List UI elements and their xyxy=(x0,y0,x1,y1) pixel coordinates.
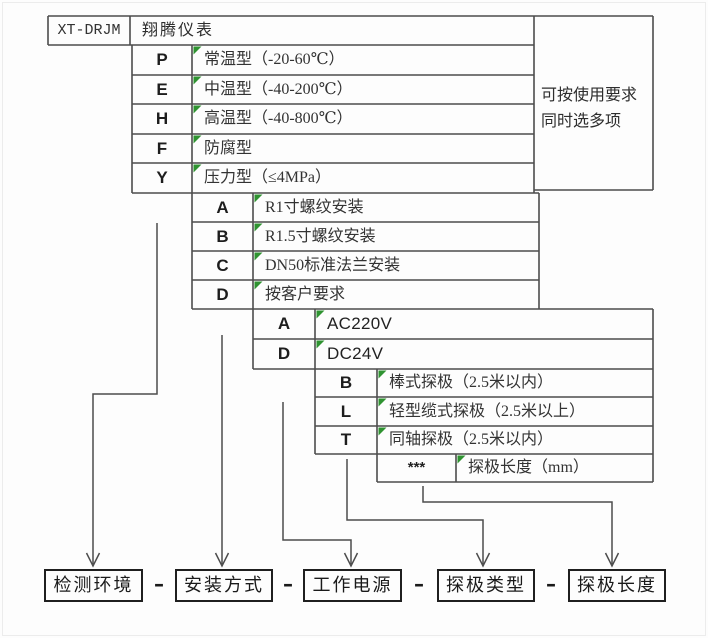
desc-D-mount: 按客户要求 xyxy=(265,286,346,303)
side-note: 可按使用要求 同时选多项 xyxy=(541,83,653,135)
desc-A-mount: R1寸螺纹安装 xyxy=(265,199,364,216)
arrow-probe-length-head xyxy=(604,552,620,568)
desc-C-mount: DN50标准法兰安装 xyxy=(265,257,401,274)
code-A-power: A xyxy=(277,314,291,333)
label-separator: – xyxy=(154,572,164,596)
desc-B-probe: 棒式探极（2.5米以内） xyxy=(389,374,554,391)
label-separator: – xyxy=(283,572,293,596)
arrow-power-supply xyxy=(282,402,352,564)
arrow-detect-environment xyxy=(92,223,158,564)
label-box-detect-environment: 检测环境 xyxy=(44,569,143,602)
code-P: P xyxy=(156,50,168,69)
arrow-detect-environment-head xyxy=(85,552,101,568)
desc-E: 中温型（-40-200℃） xyxy=(204,81,353,98)
model-code: XT-DRJM xyxy=(57,22,121,39)
arrow-probe-type-head xyxy=(475,552,491,568)
code-F: F xyxy=(156,139,168,158)
desc-D-power: DC24V xyxy=(327,344,384,363)
code-B-mount: B xyxy=(216,227,229,246)
label-separator: – xyxy=(546,572,556,596)
code-T-probe: T xyxy=(340,430,352,449)
desc-Y: 压力型（≤4MPa） xyxy=(204,169,332,186)
arrow-power-supply-head xyxy=(343,552,359,568)
code-L-probe: L xyxy=(340,402,352,421)
table-grid xyxy=(47,15,654,483)
arrow-probe-type xyxy=(346,459,484,564)
desc-P: 常温型（-20-60℃） xyxy=(204,51,345,68)
code-D-power: D xyxy=(277,344,291,363)
label-box-probe-type: 探极类型 xyxy=(437,569,535,602)
desc-T-probe: 同轴探极（2.5米以内） xyxy=(389,431,554,448)
code-probe-length: *** xyxy=(407,459,426,476)
label-box-mount-style: 安装方式 xyxy=(175,569,273,602)
code-A-mount: A xyxy=(216,198,229,217)
desc-H: 高温型（-40-800℃） xyxy=(204,110,353,127)
code-D-mount: D xyxy=(216,285,229,304)
code-Y: Y xyxy=(156,168,168,187)
desc-probe-length: 探极长度（mm） xyxy=(468,459,589,476)
arrow-probe-length xyxy=(422,486,613,564)
pointer-arrows xyxy=(85,223,620,568)
desc-L-probe: 轻型缆式探极（2.5米以上） xyxy=(389,403,586,420)
arrow-mount-style-head xyxy=(214,552,230,568)
code-B-probe: B xyxy=(339,373,353,392)
desc-A-power: AC220V xyxy=(327,314,393,333)
label-box-probe-length: 探极长度 xyxy=(568,569,666,602)
label-box-power-supply: 工作电源 xyxy=(303,569,402,602)
side-note-line2: 同时选多项 xyxy=(541,113,622,130)
brand-name: 翔腾仪表 xyxy=(142,22,215,39)
code-E: E xyxy=(156,80,168,99)
label-separator: – xyxy=(414,572,424,596)
code-C-mount: C xyxy=(216,256,229,275)
desc-B-mount: R1.5寸螺纹安装 xyxy=(265,228,376,245)
code-H: H xyxy=(155,109,169,128)
cell-marker-icons xyxy=(193,46,466,464)
desc-F: 防腐型 xyxy=(204,140,253,157)
side-note-line1: 可按使用要求 xyxy=(541,87,638,104)
